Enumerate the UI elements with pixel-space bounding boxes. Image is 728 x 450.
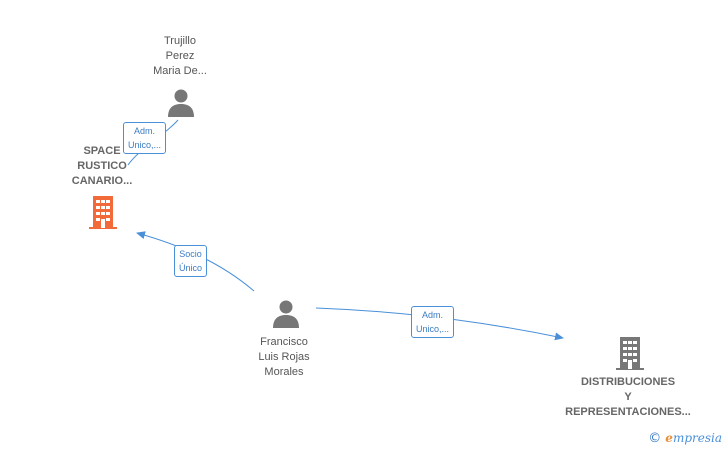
node-label-trujillo[interactable]: Trujillo Perez Maria De... bbox=[153, 34, 207, 79]
edge-label-line: Unico,... bbox=[128, 140, 162, 150]
node-label-space-rustico[interactable]: SPACE RUSTICO CANARIO... bbox=[72, 144, 133, 189]
empresia-logo: ©empresia bbox=[648, 431, 722, 446]
node-label-line: CANARIO... bbox=[71, 175, 133, 187]
edge-label-line: Unico,... bbox=[416, 324, 450, 334]
edge-label-line: Adm. bbox=[422, 310, 444, 320]
building-icon[interactable] bbox=[614, 335, 646, 371]
node-label-line: Luis Rojas bbox=[258, 351, 310, 363]
node-label-distribuciones[interactable]: DISTRIBUCIONES Y REPRESENTACIONES... bbox=[565, 375, 691, 420]
node-label-line: RUSTICO bbox=[77, 160, 127, 172]
brand-name: mpresia bbox=[672, 431, 722, 445]
person-icon[interactable] bbox=[271, 299, 301, 329]
edge-label-line: Único bbox=[179, 263, 203, 273]
node-label-line: Morales bbox=[264, 366, 304, 378]
person-icon[interactable] bbox=[166, 88, 196, 118]
node-label-francisco[interactable]: Francisco Luis Rojas Morales bbox=[258, 335, 309, 380]
node-label-line: Y bbox=[624, 391, 632, 403]
edge-francisco-to-distribuciones bbox=[315, 307, 564, 341]
edge-label-francisco-space[interactable]: Socio Único bbox=[174, 245, 208, 277]
edge-label-line: Adm. bbox=[134, 126, 156, 136]
copyright-symbol: © bbox=[648, 431, 662, 446]
node-label-line: REPRESENTACIONES... bbox=[565, 406, 691, 418]
edge-label-line: Socio bbox=[179, 249, 202, 259]
building-icon[interactable] bbox=[87, 194, 119, 230]
edge-label-francisco-distribuciones[interactable]: Adm. Unico,... bbox=[411, 306, 455, 338]
node-label-line: Trujillo bbox=[163, 35, 196, 47]
node-label-line: Francisco bbox=[260, 336, 308, 348]
brand-initial: e bbox=[665, 431, 673, 445]
node-label-line: Maria De... bbox=[153, 65, 207, 77]
node-label-line: SPACE bbox=[83, 145, 121, 157]
node-label-line: DISTRIBUCIONES bbox=[580, 376, 676, 388]
node-label-line: Perez bbox=[165, 50, 195, 62]
edge-label-trujillo-space[interactable]: Adm. Unico,... bbox=[123, 122, 167, 154]
